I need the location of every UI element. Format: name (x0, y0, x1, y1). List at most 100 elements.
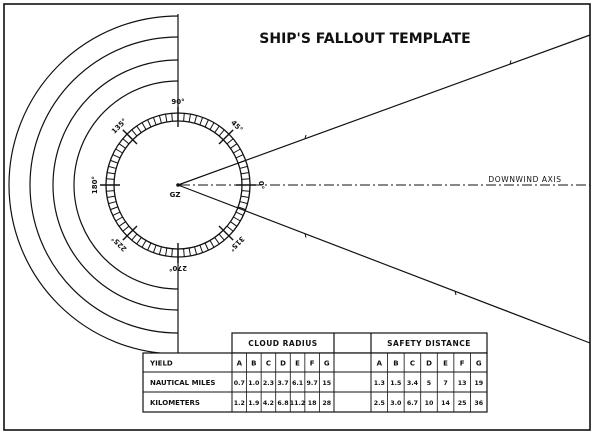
compass-tick (183, 248, 185, 257)
compass-tick (106, 190, 115, 192)
compass-tick (115, 216, 123, 222)
safety-km-cell: 6.7 (407, 400, 418, 407)
compass-degree-label: 90° (171, 98, 184, 106)
compass-tick (122, 138, 130, 145)
compass-tick (204, 119, 209, 128)
range-arc-5 (29, 36, 179, 334)
cloud-yield-cell: A (237, 360, 243, 368)
cloud-yield-cell: B (251, 360, 256, 368)
cloud-yield-cell: G (324, 360, 330, 368)
compass-tick (115, 148, 123, 154)
compass-tick (237, 206, 246, 211)
compass-tick (183, 113, 185, 122)
compass-tick (199, 244, 204, 253)
compass-tick (141, 122, 147, 130)
cloud-nm-cell: 15 (322, 380, 331, 387)
safety-yield-cell: F (460, 360, 465, 368)
compass-tick (230, 143, 238, 149)
compass-tick (171, 113, 173, 122)
compass-tick (165, 114, 168, 123)
compass-graduations (106, 113, 250, 257)
compass-tick (107, 172, 116, 175)
compass-tick (112, 211, 121, 216)
cloud-nm-cell: 9.7 (307, 380, 318, 387)
compass-tick (214, 125, 220, 133)
safety-nm-cell: 1.3 (374, 380, 385, 387)
row-label-yield: YIELD (149, 360, 173, 368)
safety-km-cell: 2.5 (374, 400, 385, 407)
table-column-lines (246, 353, 471, 412)
wedge-lower-mark-2 (454, 290, 457, 296)
compass-tick (209, 122, 215, 130)
sheet-border (3, 3, 591, 431)
compass-tick (218, 233, 225, 241)
compass-tick (194, 115, 198, 124)
compass-tick (147, 119, 152, 128)
yield-table: CLOUD RADIUS SAFETY DISTANCE YIELD NAUTI… (142, 332, 488, 413)
cloud-km-cell: 6.8 (277, 400, 288, 407)
compass-tick (241, 178, 250, 180)
cloud-nm-cell: 1.0 (248, 380, 260, 387)
cloud-nm-cell: 3.7 (277, 380, 288, 387)
cloud-km-cell: 4.2 (263, 400, 274, 407)
safety-nm-cell: 3.4 (407, 380, 419, 387)
safety-distance-header: SAFETY DISTANCE (387, 339, 471, 348)
safety-nm-cell: 5 (427, 380, 431, 387)
compass-tick (226, 138, 234, 145)
compass-tick (131, 233, 138, 241)
compass-tick (230, 221, 238, 227)
range-arc-6 (8, 15, 179, 355)
compass-tick (209, 240, 215, 248)
safety-km-cell: 25 (458, 400, 467, 407)
compass-tick (147, 242, 152, 251)
compass-tick (240, 195, 249, 198)
safety-yield-cell: G (476, 360, 482, 368)
cloud-yield-cell: E (295, 360, 300, 368)
compass-degree-label: 180° (91, 176, 99, 194)
compass-tick (239, 165, 248, 169)
safety-yield-cell: A (377, 360, 383, 368)
safety-km-cell: 36 (474, 400, 483, 407)
compass-major-tick (218, 225, 234, 241)
safety-nm-cell: 19 (474, 380, 483, 387)
compass-tick (214, 237, 220, 245)
compass-major-tick (122, 129, 138, 145)
range-arc-3 (73, 80, 179, 290)
safety-yield-cell: E (443, 360, 448, 368)
compass-major-tick (122, 225, 138, 241)
compass-tick (158, 115, 162, 124)
cloud-km-cell: 18 (308, 400, 317, 407)
compass-tick (235, 154, 244, 159)
compass-tick (108, 165, 117, 169)
table-body-box (142, 352, 488, 413)
cloud-radius-header: CLOUD RADIUS (248, 339, 317, 348)
wedge-lower-edge (177, 184, 591, 344)
safety-nm-cell: 1.5 (390, 380, 401, 387)
compass-major-ticks (100, 107, 256, 263)
safety-nm-cell: 13 (458, 380, 467, 387)
compass-tick (188, 247, 191, 256)
compass-tick (218, 129, 225, 137)
compass-tick (199, 117, 204, 126)
safety-yield-cell: B (393, 360, 398, 368)
safety-km-cell: 14 (441, 400, 450, 407)
compass-tick (131, 129, 138, 137)
wedge-upper-mark-2 (509, 60, 512, 65)
ground-zero-label: GZ (170, 191, 181, 199)
compass-tick (108, 201, 117, 205)
cloud-km-cell: 1.9 (248, 400, 259, 407)
cloud-km-cell: 11.2 (290, 400, 306, 407)
wedge-upper-edge (177, 34, 591, 186)
compass-tick (240, 172, 249, 175)
downwind-axis-label: DOWNWIND AXIS (488, 175, 561, 184)
safety-yield-cell: C (410, 360, 415, 368)
compass-tick (152, 117, 157, 126)
safety-yield-cell: D (426, 360, 432, 368)
safety-km-cell: 10 (425, 400, 434, 407)
cloud-km-cell: 28 (322, 400, 331, 407)
compass-tick (106, 178, 115, 180)
compass-tick (158, 246, 162, 255)
compass-tick (204, 242, 209, 251)
compass-tick (233, 216, 241, 222)
